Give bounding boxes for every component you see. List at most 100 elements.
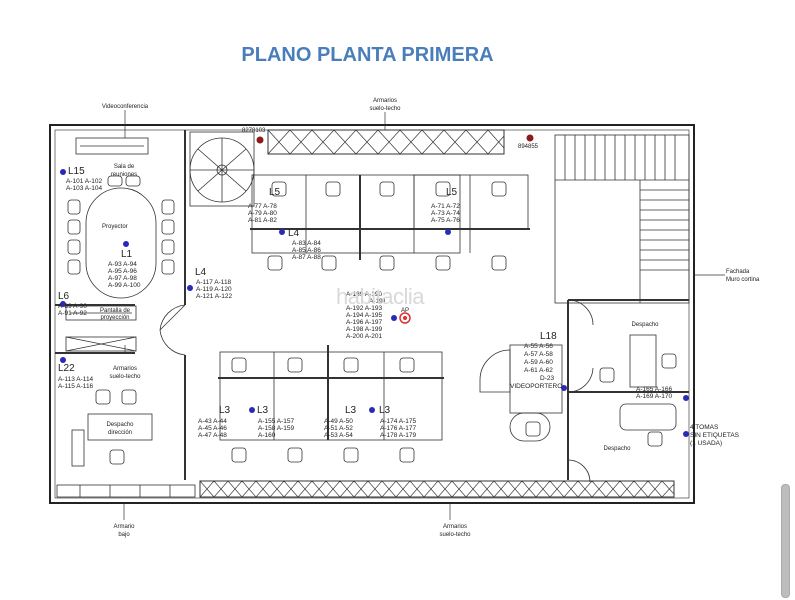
zone-label: L6 bbox=[58, 291, 70, 302]
reception-desk bbox=[479, 344, 563, 442]
outlet-label: A-49 A-50 bbox=[324, 418, 353, 425]
outlet-label: A-73 A-74 bbox=[431, 210, 460, 217]
scrollbar[interactable] bbox=[781, 484, 790, 598]
zone-label: L3 bbox=[379, 405, 391, 416]
label-proyector: Proyector bbox=[102, 224, 128, 230]
ap-marker bbox=[399, 312, 411, 324]
svg-text:suelo-techo: suelo-techo bbox=[109, 374, 141, 380]
code-top-left: 8278103 bbox=[242, 128, 266, 134]
zone-label: L5 bbox=[269, 187, 281, 198]
outlet-label: A-176 A-177 bbox=[380, 425, 417, 432]
outlet-label: A-59 A-60 bbox=[524, 359, 553, 366]
outlet-label: A-77 A-78 bbox=[248, 203, 277, 210]
outlet-label: A-55 A-56 bbox=[524, 343, 553, 350]
outlet-label: A-178 A-179 bbox=[380, 432, 417, 439]
label-despacho-direccion: Despacho bbox=[106, 422, 134, 428]
outlet-label: A-43 A-44 bbox=[198, 418, 227, 425]
outlet-label: A-155 A-157 bbox=[258, 418, 295, 425]
label-tomas: 4 TOMAS bbox=[690, 424, 719, 431]
label-fachada: Fachada bbox=[726, 269, 750, 275]
outlet-label: A-53 A-54 bbox=[324, 432, 353, 439]
outlet-label: A-61 A-62 bbox=[524, 367, 553, 374]
outlet-label: A-93 A-94 bbox=[108, 261, 137, 268]
zone-label: L18 bbox=[540, 331, 557, 342]
outlet-label: A-198 A-199 bbox=[346, 326, 383, 333]
label-despacho-upper: Despacho bbox=[631, 322, 659, 328]
outlet-label: A-117 A-118 bbox=[196, 279, 232, 286]
outlet-label: A-75 A-76 bbox=[431, 217, 460, 224]
outlet-label: A-101 A-102 bbox=[66, 178, 103, 185]
outlet-label: A-45 A-46 bbox=[198, 425, 227, 432]
svg-text:(1 USADA): (1 USADA) bbox=[690, 440, 722, 447]
label-despacho-lower: Despacho bbox=[603, 446, 631, 452]
zone-label: L3 bbox=[345, 405, 357, 416]
zone-label: L3 bbox=[219, 405, 231, 416]
label-videoconferencia: Videoconferencia bbox=[102, 104, 149, 110]
outlet-label: A-158 A-159 bbox=[258, 425, 295, 432]
director-office-furniture bbox=[71, 389, 153, 467]
outlet-label: A-165 A-166 bbox=[636, 386, 673, 393]
outlet-label: A-97 A-98 bbox=[108, 275, 137, 282]
svg-text:Muro cortina: Muro cortina bbox=[726, 277, 760, 283]
label-armarios-left: Armarios bbox=[113, 366, 137, 372]
outlet-label: D-23 bbox=[540, 375, 554, 382]
outlet-label: A-169 A-170 bbox=[636, 393, 673, 400]
outlet-label: A-192 A-193 bbox=[346, 305, 383, 312]
bottom-storage bbox=[199, 480, 675, 498]
label-videoportero: VIDEOPORTERO bbox=[510, 383, 562, 390]
label-pantalla: Pantalla de bbox=[100, 308, 131, 314]
meeting-room-furniture bbox=[65, 137, 175, 352]
svg-text:SIN ETIQUETAS: SIN ETIQUETAS bbox=[690, 432, 740, 439]
outlet-label: A-79 A-80 bbox=[248, 210, 277, 217]
outlet-label: A-121 A-122 bbox=[196, 293, 233, 300]
page-title: PLANO PLANTA PRIMERA bbox=[241, 44, 494, 66]
outlet-label: A-47 A-48 bbox=[198, 432, 227, 439]
outlet-label: A-103 A-104 bbox=[66, 185, 103, 192]
outlet-label: A-85 A-86 bbox=[292, 247, 321, 254]
outlet-label: A-160 bbox=[258, 432, 276, 439]
outlet-label: A-191 bbox=[369, 298, 387, 305]
outlet-label: A-51 A-52 bbox=[324, 425, 353, 432]
svg-text:proyección: proyección bbox=[100, 315, 129, 321]
outlet-label: A-81 A-82 bbox=[248, 217, 277, 224]
outlet-label: A-189 A-190 bbox=[346, 291, 383, 298]
outlet-label: A-91 A-92 bbox=[58, 310, 87, 317]
spiral-stair bbox=[189, 131, 255, 207]
svg-text:dirección: dirección bbox=[108, 430, 132, 436]
outlet-label: A-71 A-72 bbox=[431, 203, 460, 210]
outer-wall bbox=[49, 124, 695, 504]
zone-label: L15 bbox=[68, 166, 85, 177]
callout-lines bbox=[123, 110, 725, 520]
svg-text:reuniones: reuniones bbox=[111, 172, 137, 178]
outlet-label: A-200 A-201 bbox=[346, 333, 383, 340]
outlet-label: A-95 A-96 bbox=[108, 268, 137, 275]
doors bbox=[159, 299, 594, 483]
svg-text:suelo-techo: suelo-techo bbox=[369, 106, 401, 112]
straight-stair bbox=[554, 134, 690, 304]
outlet-label: A-194 A-195 bbox=[346, 312, 383, 319]
outlet-label: A-87 A-88 bbox=[292, 254, 321, 261]
top-workstations bbox=[250, 174, 530, 271]
interior-walls bbox=[55, 130, 689, 480]
top-storage bbox=[267, 129, 505, 155]
outlet-label: A-57 A-58 bbox=[524, 351, 553, 358]
code-ap: AP bbox=[401, 308, 409, 314]
code-top-right: 894855 bbox=[518, 144, 539, 150]
zone-label: L1 bbox=[121, 249, 133, 260]
svg-text:bajo: bajo bbox=[118, 532, 130, 538]
outlet-label: A-174 A-175 bbox=[380, 418, 417, 425]
outlet-label: A-113 A-114 bbox=[58, 376, 94, 383]
bottom-workstations bbox=[218, 345, 444, 463]
zone-label: L3 bbox=[257, 405, 269, 416]
label-armario-bajo: Armario bbox=[113, 524, 135, 530]
outlet-label: A-119 A-120 bbox=[196, 286, 232, 293]
zone-dots bbox=[60, 169, 689, 437]
code-marker bbox=[526, 134, 534, 142]
outlet-label: A-115 A-116 bbox=[58, 383, 94, 390]
code-marker bbox=[256, 136, 264, 144]
outlet-label: A-89 A-90 bbox=[58, 303, 87, 310]
svg-text:suelo-techo: suelo-techo bbox=[439, 532, 471, 538]
office-furniture bbox=[599, 334, 677, 447]
watermark: habitaclia bbox=[336, 284, 424, 309]
label-armarios-top: Armarios bbox=[373, 98, 397, 104]
